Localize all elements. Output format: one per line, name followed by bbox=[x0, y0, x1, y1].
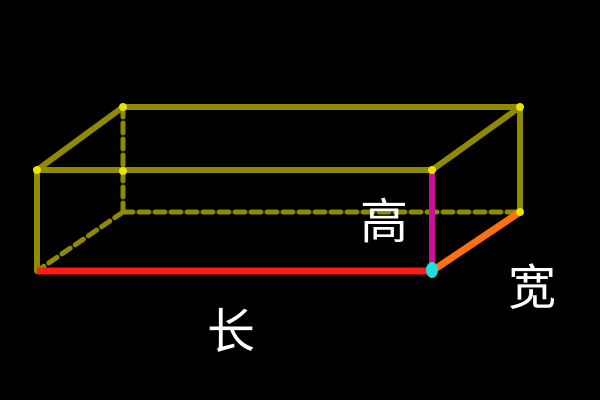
vertex-dot bbox=[33, 166, 41, 174]
visible-edges bbox=[34, 104, 523, 274]
width-label: 宽 bbox=[508, 260, 557, 316]
edge-top-right-depth bbox=[429, 104, 523, 173]
vertex-dot bbox=[119, 167, 127, 175]
hidden-edge-bottom-left-depth bbox=[34, 209, 126, 274]
vertex-dot bbox=[516, 208, 524, 216]
origin-vertex bbox=[426, 262, 438, 278]
vertex-dot bbox=[119, 103, 127, 111]
height-label: 高 bbox=[360, 194, 409, 250]
hidden-edges bbox=[34, 104, 523, 274]
vertex-dots bbox=[33, 103, 524, 216]
edge-top-left-depth bbox=[34, 104, 126, 173]
length-label: 长 bbox=[207, 304, 256, 360]
vertex-dot bbox=[516, 103, 524, 111]
vertex-dot bbox=[428, 166, 436, 174]
width-edge bbox=[428, 208, 524, 275]
